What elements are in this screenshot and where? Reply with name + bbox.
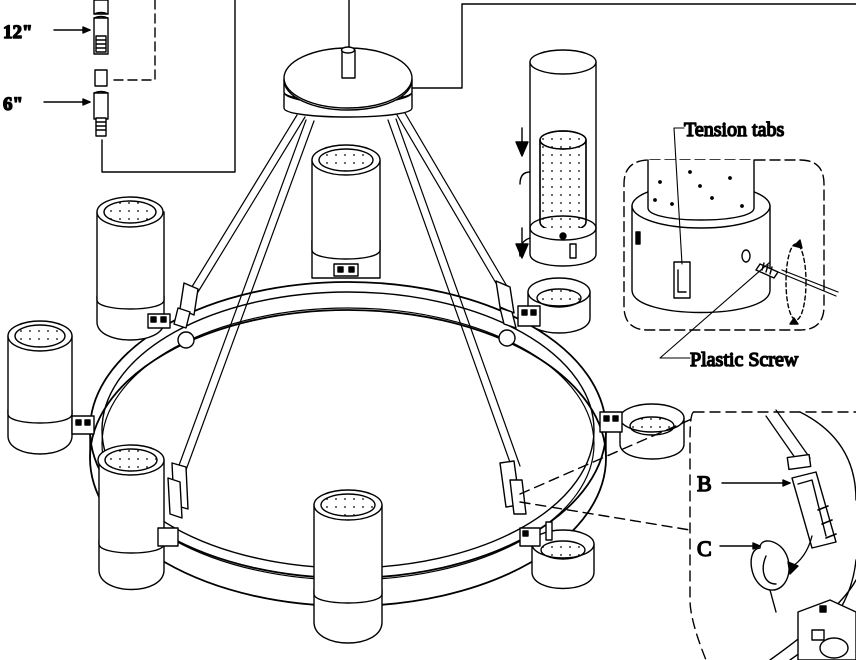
cup-back-right <box>517 277 591 334</box>
plastic-screw-label: Plastic Screw <box>690 349 799 371</box>
candle-far-left <box>7 320 95 455</box>
support-rods <box>177 112 521 471</box>
rod-6-label: 6" <box>3 94 23 115</box>
candle-front-center <box>313 489 383 644</box>
cup-far-right <box>599 403 685 460</box>
candle-insert-illustration <box>515 49 597 267</box>
callout-c-label: C <box>697 536 712 561</box>
callout-b-label: B <box>697 471 712 496</box>
bracket-detail <box>519 409 856 660</box>
tension-detail <box>623 127 839 359</box>
brackets <box>167 280 527 519</box>
rod-sections <box>43 0 236 173</box>
rod-12-label: 12" <box>3 22 33 43</box>
candle-back-center <box>311 144 381 279</box>
cup-front-right <box>519 521 595 590</box>
candle-front-left <box>97 444 179 591</box>
canopy <box>283 0 856 118</box>
tension-tabs-label: Tension tabs <box>684 119 784 141</box>
candle-back-left <box>96 196 171 341</box>
